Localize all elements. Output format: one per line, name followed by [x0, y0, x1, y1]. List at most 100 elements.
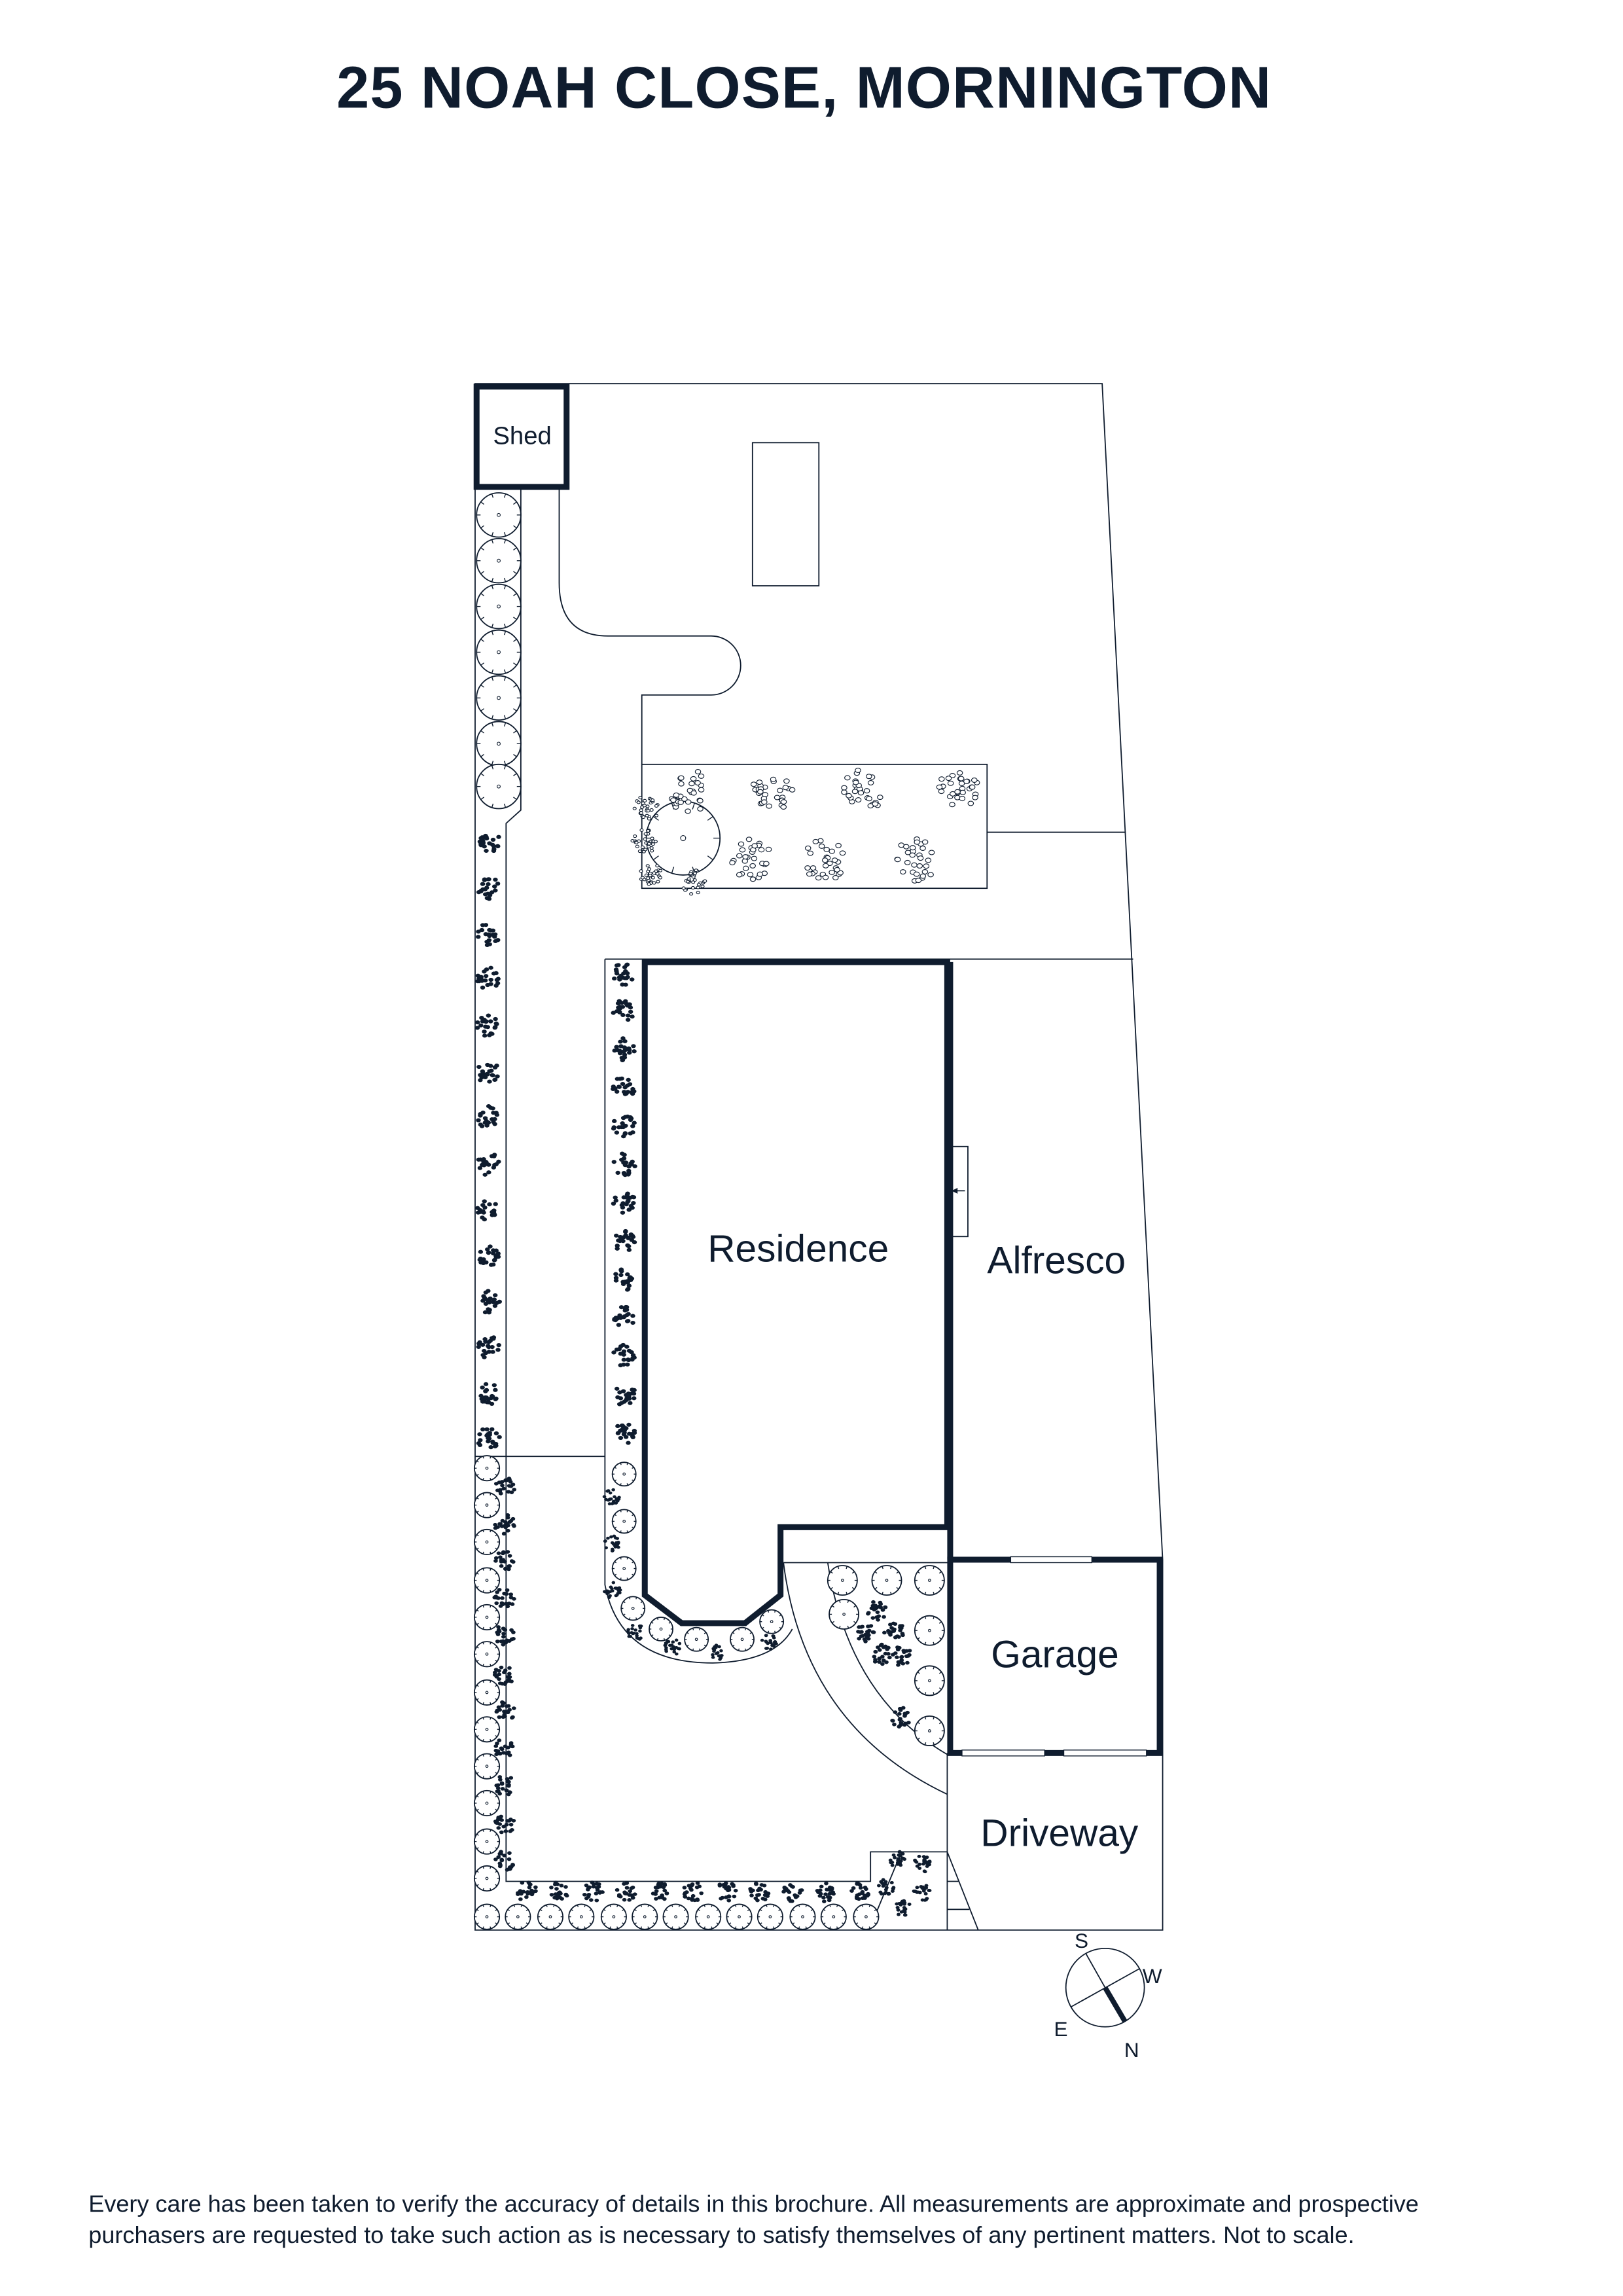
tree-icon: [632, 1903, 658, 1930]
shrub-icon: [603, 1581, 622, 1599]
compass-south: S: [1075, 1929, 1088, 1952]
tree-icon: [853, 1903, 880, 1930]
shrub-icon: [611, 1076, 637, 1096]
alfresco-label: Alfresco: [987, 1240, 1126, 1282]
shrub-icon: [493, 1513, 516, 1536]
shrub-icon: [888, 1850, 907, 1867]
tree-icon: [473, 1604, 501, 1630]
landscaping-plants: [473, 492, 980, 1930]
tree-icon: [473, 1753, 501, 1780]
page-title: 25 NOAH CLOSE, MORNINGTON: [336, 55, 1272, 121]
compass-rose: S W E N: [1054, 1929, 1162, 2062]
shrub-icon: [630, 828, 658, 853]
shrub-icon: [711, 1643, 724, 1661]
lot-boundary: [474, 383, 1164, 1931]
shrub-icon: [476, 877, 501, 901]
shrub-icon: [612, 1304, 635, 1327]
shrub-icon: [476, 1062, 500, 1084]
shrub-icon: [493, 1550, 516, 1571]
shrub-icon: [549, 1880, 569, 1901]
shrub-icon: [612, 962, 635, 987]
shrub-icon: [611, 1114, 637, 1139]
planter-bed: [641, 763, 988, 889]
shrub-icon: [876, 1878, 896, 1896]
garden-path-edge: [558, 488, 741, 764]
tree-icon: [757, 1903, 783, 1930]
tree-icon: [473, 1716, 501, 1743]
shrub-icon: [492, 1665, 514, 1686]
shrub-icon: [866, 1600, 888, 1622]
tree-icon: [473, 1903, 501, 1930]
shrub-icon: [474, 1013, 499, 1038]
shrub-icon: [663, 1638, 682, 1656]
shrub-icon: [476, 923, 501, 947]
backyard-rectangle: [751, 442, 820, 586]
tree-icon: [600, 1903, 627, 1930]
shrub-icon: [611, 1191, 637, 1215]
tree-icon: [568, 1903, 595, 1930]
compass-east: E: [1054, 2017, 1067, 2041]
shrub-icon: [936, 770, 980, 808]
tree-icon: [914, 1715, 945, 1746]
residence-garden-strip: [604, 959, 793, 1664]
shrub-icon: [493, 1850, 516, 1872]
shrub-icon: [495, 1625, 516, 1647]
shrub-icon: [849, 1881, 870, 1901]
tree-icon: [914, 1565, 945, 1596]
residence-outline: [641, 959, 950, 1626]
garage-label: Garage: [991, 1634, 1119, 1676]
shrub-icon: [476, 1153, 501, 1177]
shrub-icon: [614, 1229, 637, 1252]
tree-icon: [726, 1903, 753, 1930]
shrub-icon: [476, 1103, 500, 1128]
shrub-icon: [717, 1881, 738, 1903]
shrub-icon: [639, 864, 663, 886]
shrub-icon: [611, 999, 635, 1022]
tree-icon: [827, 1565, 858, 1596]
shrub-icon: [614, 1386, 637, 1407]
shrub-icon: [913, 1854, 932, 1874]
tree-icon: [476, 629, 522, 675]
shrub-icon: [492, 1588, 516, 1609]
tree-icon: [473, 1679, 501, 1706]
residence-label: Residence: [707, 1228, 889, 1270]
tree-icon: [473, 1865, 501, 1892]
shrub-icon: [894, 836, 935, 884]
shrub-icon: [856, 1624, 876, 1643]
shrub-icon: [626, 1624, 643, 1641]
tree-icon: [473, 1528, 501, 1556]
driveway-label: Driveway: [980, 1812, 1139, 1854]
shrub-icon: [804, 838, 846, 881]
tree-icon: [505, 1903, 531, 1930]
tree-icon: [473, 1455, 501, 1482]
tree-icon: [473, 1567, 501, 1594]
tree-icon: [759, 1609, 785, 1634]
shrub-icon: [682, 1881, 704, 1903]
shrub-icon: [516, 1880, 538, 1901]
garage-windows: [961, 1556, 1147, 1757]
tree-icon: [620, 1596, 646, 1621]
tree-icon: [473, 1789, 501, 1817]
tree-icon: [649, 1617, 673, 1641]
shrub-icon: [493, 1814, 516, 1835]
shrub-icon: [760, 1634, 778, 1651]
shed-outline: [473, 384, 570, 490]
shrub-icon: [781, 1883, 804, 1903]
shrub-icon: [890, 1706, 911, 1729]
shrub-icon: [750, 776, 796, 810]
tree-icon: [914, 1615, 945, 1646]
shrub-icon: [475, 1199, 498, 1222]
tree-icon: [829, 1598, 860, 1630]
shrub-icon: [611, 1151, 637, 1177]
shrub-icon: [611, 1342, 637, 1368]
shrub-icon: [891, 1645, 912, 1667]
tree-icon: [730, 1626, 755, 1652]
compass-north: N: [1124, 2038, 1139, 2062]
tree-icon: [476, 721, 522, 766]
shrub-icon: [729, 836, 772, 882]
compass-west: W: [1143, 1964, 1162, 1988]
shrub-icon: [882, 1621, 905, 1640]
shrub-icon: [681, 869, 707, 896]
tree-icon: [537, 1903, 564, 1930]
